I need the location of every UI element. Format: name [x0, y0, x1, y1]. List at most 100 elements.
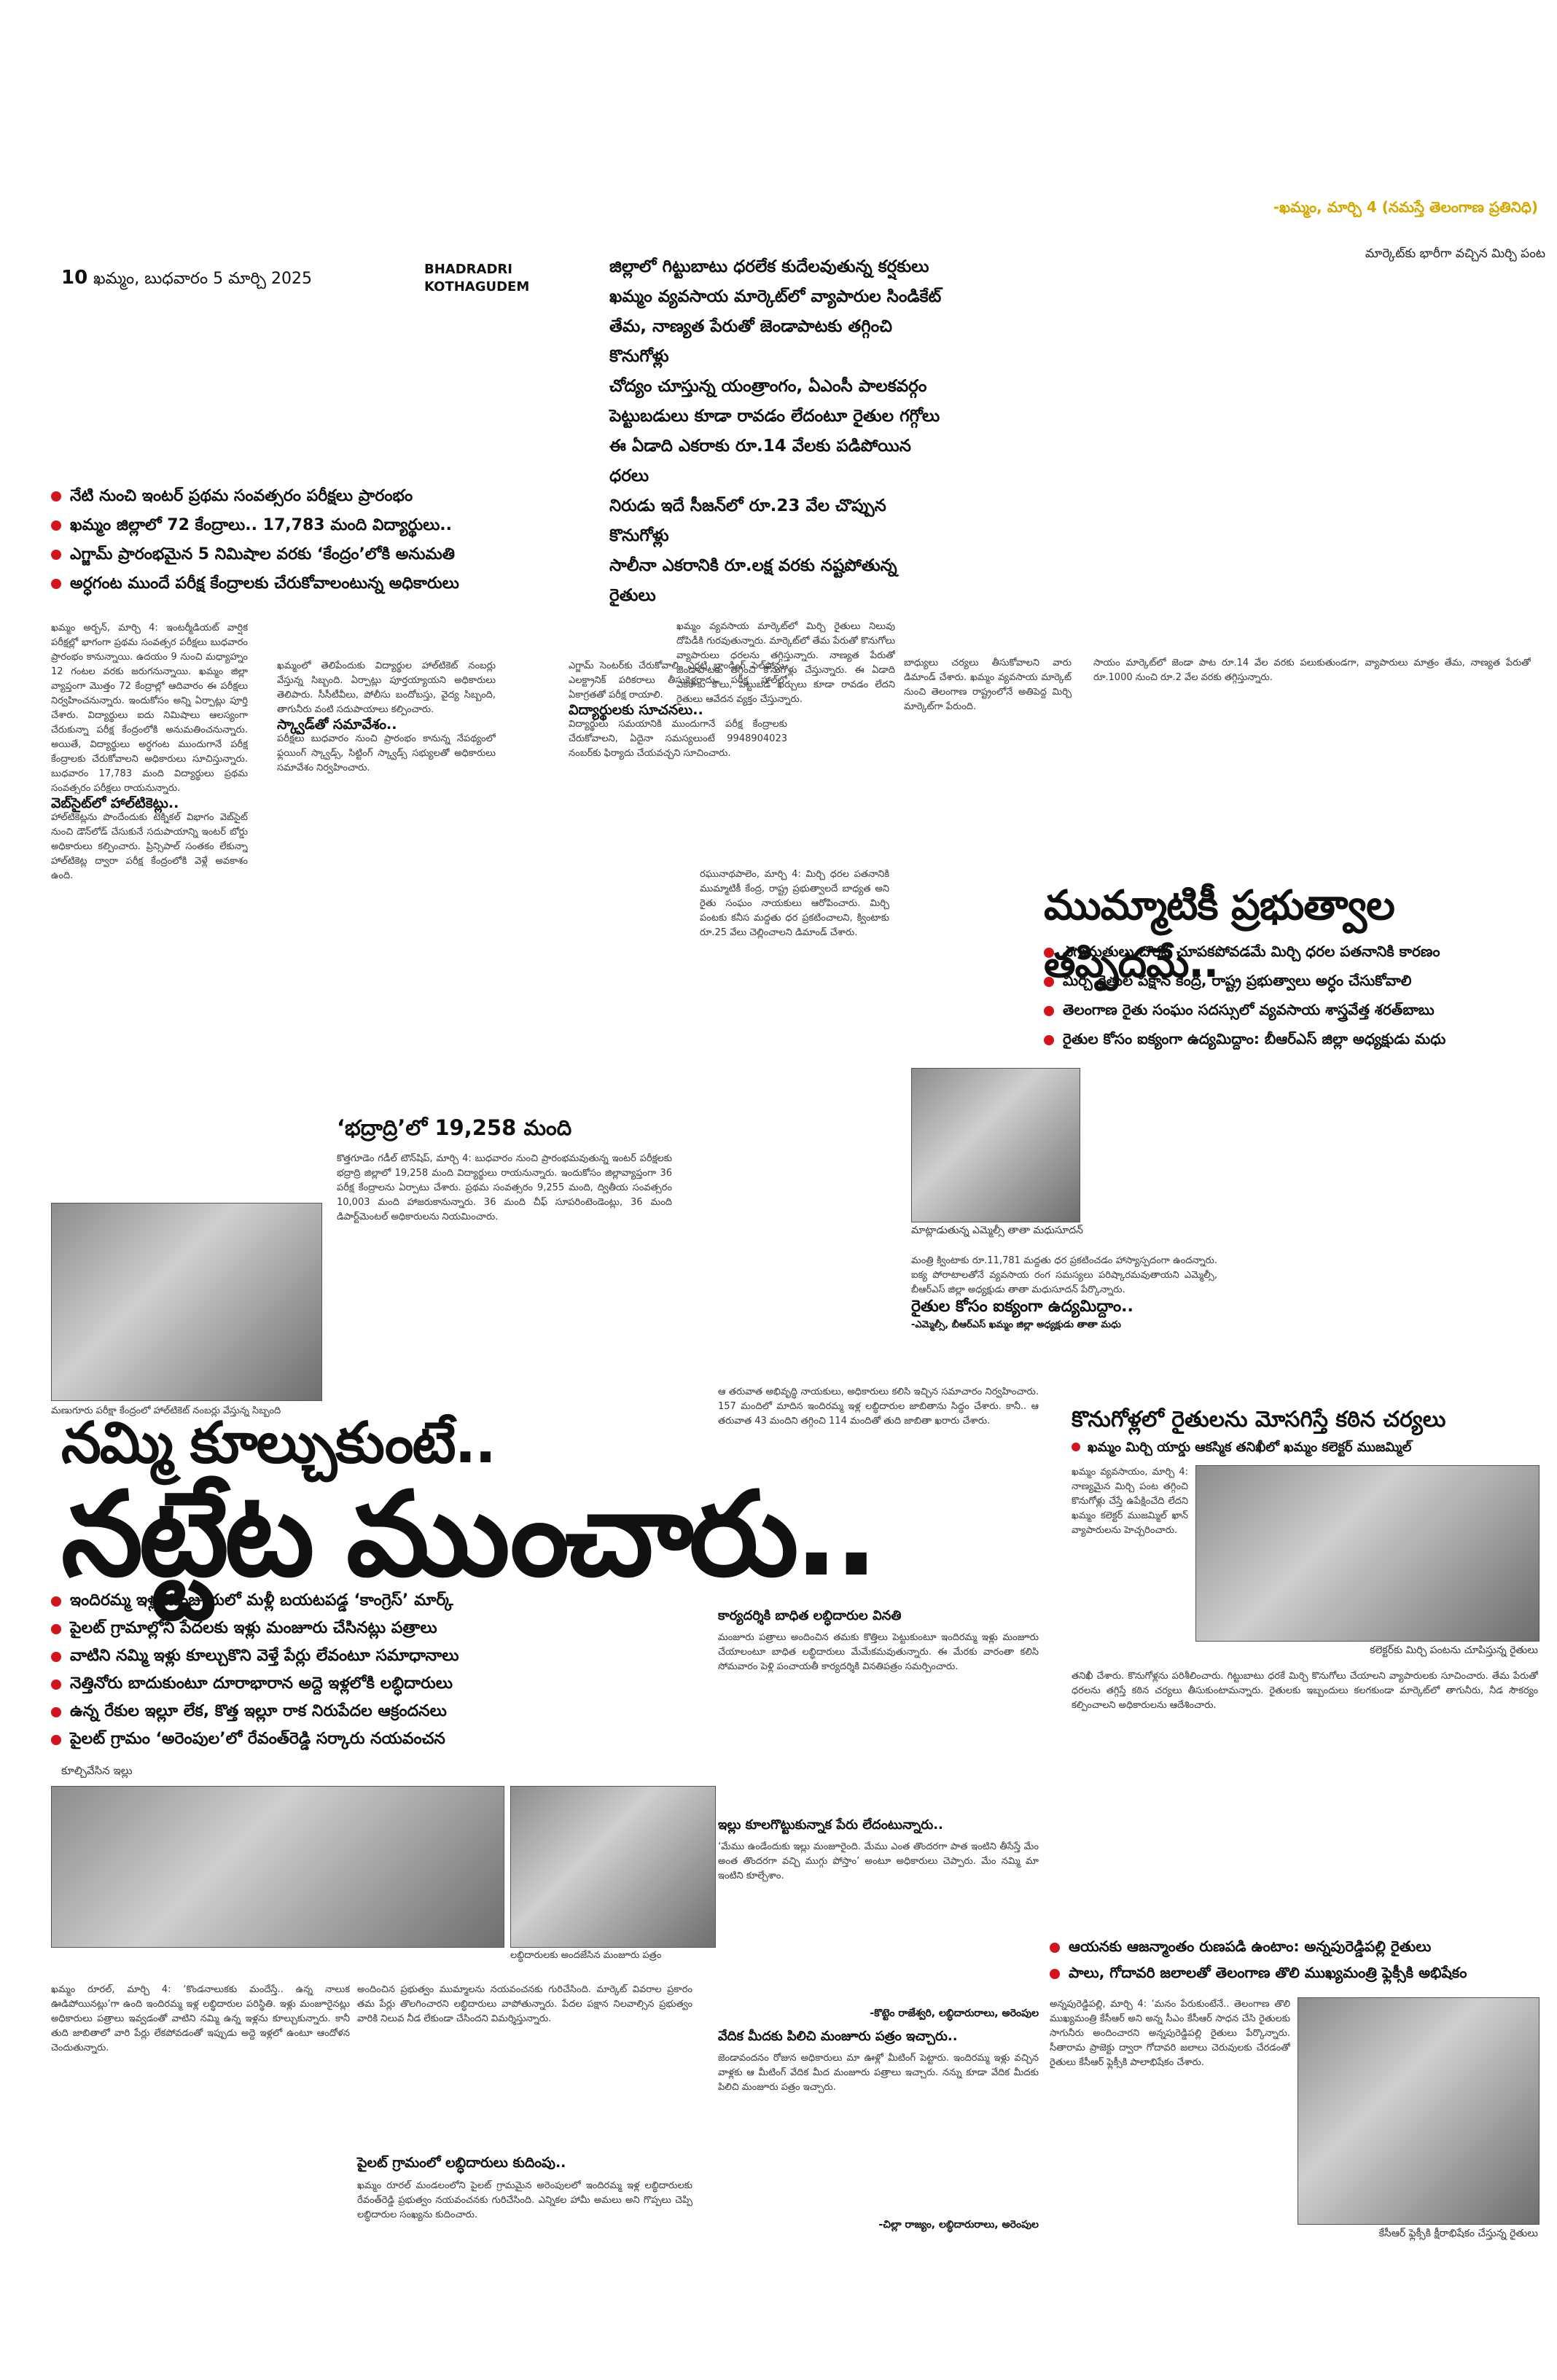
housing-column-right: ఆ తరువాత అభివృద్ధి నాయకులు, అధికారులు కల…: [718, 1385, 1039, 2233]
market-column-1: ఖమ్మం వ్యవసాయ మార్కెట్‌లో మిర్చి రైతులు …: [676, 621, 895, 705]
section-line-2: KOTHAGUDEM: [424, 279, 530, 294]
bullet-dot-icon: [51, 1596, 61, 1607]
kon-column-a: ఖమ్మం వ్యవసాయం, మార్చి 4: నాణ్యమైన మిర్చ…: [1072, 1467, 1188, 1536]
mla-text: మంత్రి క్వింటాకు రూ.11,781 మద్దతు ధర ప్ర…: [911, 1255, 1217, 1295]
box-text: కొత్తగూడెం గడీల్ టౌన్‌షిప్, మార్చి 4: బు…: [337, 1153, 672, 1222]
subheading-name-missing: ఇల్లు కూలగొట్టుకున్నాక పేరు లేదంటున్నారు…: [718, 1817, 943, 1833]
godavari-photo: [1298, 1997, 1540, 2225]
bullet-dot-icon: [1044, 948, 1054, 958]
subheading-stage: వేదిక మీదకు పిలిచి మంజూరు పత్రం ఇచ్చారు.…: [718, 2029, 958, 2044]
bullet-item: ఉన్న రేకుల ఇల్లూ లేక, కొత్త ఇల్లూ రాక ని…: [51, 1700, 685, 1723]
bullet-dot-icon: [1044, 1035, 1054, 1045]
govt-headline: ముమ్మాటికీ ప్రభుత్వాల తప్పిదమే..: [1044, 882, 1395, 987]
bullet-dot-icon: [51, 1735, 61, 1745]
subheading-petition: కార్యదర్శికి బాధిత లబ్ధిదారుల వినతి: [718, 1608, 902, 1623]
bullet-item: అర్ధగంట ముందే పరీక్ష కేంద్రాలకు చేరుకోవా…: [51, 571, 547, 596]
bullet-item: ఎగ్జామ్ ప్రారంభమైన 5 నిమిషాల వరకు ‘కేంద్…: [51, 542, 547, 567]
bullet-item: నేటి నుంచి ఇంటర్ ప్రథమ సంవత్సరం పరీక్షలు…: [51, 484, 547, 509]
exam-column-3: ఎగ్జామ్ సెంటర్‌కు చేరుకోవాలి. ఎర్రటి బ్ర…: [569, 660, 787, 759]
bullet-item: రైతుల కోసం ఐక్యంగా ఉద్యమిద్దాం: బీఆర్‌ఎస…: [1044, 1028, 1525, 1050]
housing-headline-1: నమ్మి కూల్చుకుంటే..: [61, 1411, 496, 1476]
bullet-dot-icon: [51, 1652, 61, 1662]
deck-line: ఖమ్మం వ్యవసాయ మార్కెట్‌లో వ్యాపారుల సిండ…: [609, 287, 942, 306]
byline: -కొట్టెం రాజేశ్వరి, లబ్ధిదారురాలు, అరెంప…: [870, 2008, 1039, 2019]
market-column-3: బాధ్యులు చర్యలు తీసుకోవాలని వారు డిమాండ్…: [904, 658, 1072, 712]
kon-photo-caption: కలెక్టర్‌కు మిర్చి పంటను చూపిస్తున్న రైత…: [1370, 1644, 1538, 1656]
bullet-dot-icon: [1044, 977, 1054, 987]
deck-line: ఈ ఏడాది ఎకరాకు రూ.14 వేలకు పడిపోయిన ధరలు: [609, 437, 911, 485]
bullet-dot-icon: [51, 550, 61, 560]
bullet-dot-icon: [51, 579, 61, 589]
market-column-4: సాయం మార్కెట్‌లో జెండా పాట రూ.14 వేల వరక…: [1093, 658, 1531, 683]
bullet-dot-icon: [51, 491, 61, 502]
exam-column-2: ఖమ్మంలో తెలిపేందుకు విద్యార్థుల హాల్‌టిక…: [277, 660, 496, 773]
mla-photo-caption: మాట్లాడుతున్న ఎమ్మెల్సీ తాతా మధుసూదన్: [911, 1225, 1083, 1236]
mla-headline: రైతుల కోసం ఐక్యంగా ఉద్యమిద్దాం..: [911, 1298, 1133, 1316]
top-credit: -ఖమ్మం, మార్చి 4 (నమస్తే తెలంగాణ ప్రతిని…: [1273, 198, 1538, 216]
kon-bullet: ఖమ్మం మిర్చి యార్డు ఆకస్మిక తనిఖీలో ఖమ్మ…: [1072, 1440, 1411, 1458]
bullet-item: నెత్తినోరు బాదుకుంటూ దూరాభారాన అద్దె ఇళ్…: [51, 1672, 685, 1696]
bullet-item: పైలట్ గ్రామాల్లోని పేదలకు ఇళ్లు మంజూరు చ…: [51, 1617, 685, 1640]
bullet-dot-icon: [51, 1679, 61, 1690]
bullet-item: ఖమ్మం జిల్లాలో 72 కేంద్రాలు.. 17,783 మంద…: [51, 513, 547, 538]
housing-bullets: ఇందిరమ్మ ఇళ్ల మంజూరులో మళ్లీ బయటపడ్డ ‘కా…: [51, 1589, 685, 1755]
deck-line: నిరుడు ఇదే సీజన్‌లో రూ.23 వేల చొప్పున కొ…: [609, 496, 886, 545]
page-number: 10: [61, 267, 88, 289]
mla-story: మంత్రి క్వింటాకు రూ.11,781 మద్దతు ధర ప్ర…: [911, 1254, 1217, 1333]
bullet-item: వాటిని నమ్మి ఇళ్లు కూల్చుకొని వెళ్తే పేర…: [51, 1644, 685, 1668]
godavari-photo-caption: కేసీఆర్ ఫ్లెక్సీకి క్షీరాభిషేకం చేస్తున్…: [1378, 2228, 1538, 2239]
govt-bullets: ఎగుమతులు చొరవ చూపకపోవడమే మిర్చి ధరల పతనా…: [1044, 940, 1525, 1057]
subheading-squad: స్క్వాడ్‌తో సమావేశం..: [277, 717, 397, 733]
bullet-item: ఎగుమతులు చొరవ చూపకపోవడమే మిర్చి ధరల పతనా…: [1044, 940, 1525, 962]
bullet-item: మిర్చి రైతుల పక్షాన కేంద్ర, రాష్ట్ర ప్రభ…: [1044, 969, 1525, 991]
top-photo-caption: మార్కెట్‌కు భారీగా వచ్చిన మిర్చి పంట: [1365, 246, 1545, 261]
bullet-dot-icon: [51, 1624, 61, 1634]
deck-line: జిల్లాలో గిట్టుబాటు ధరలేక కుదేలవుతున్న క…: [609, 257, 929, 276]
kon-headline: కొనుగోళ్లలో రైతులను మోసగిస్తే కఠిన చర్యల…: [1072, 1407, 1446, 1432]
exam-bullets: నేటి నుంచి ఇంటర్ ప్రథమ సంవత్సరం పరీక్షలు…: [51, 484, 547, 601]
bullet-item: పైలట్ గ్రామం ‘అరెంపుల’లో రేవంత్‌రెడ్డి స…: [51, 1728, 685, 1751]
lead-deck: జిల్లాలో గిట్టుబాటు ధరలేక కుదేలవుతున్న క…: [609, 252, 948, 611]
section-line-1: BHADRADRI: [424, 262, 512, 277]
section-name: BHADRADRI KOTHAGUDEM: [424, 261, 529, 296]
bhadradri-box: ‘భద్రాద్రి’లో 19,258 మంది కొత్తగూడెం గడీ…: [337, 1115, 672, 1225]
exam-column-1: ఖమ్మం అర్బన్, మార్చి 4: ఇంటర్మీడియట్ వార…: [51, 623, 248, 881]
bullet-item: ఆయనకు ఆజన్మాంతం రుణపడి ఉంటాం: అన్నపురెడ్…: [1050, 1935, 1538, 1957]
housing-column-left: ఖమ్మం రూరల్, మార్చి 4: ‘కొండనాలుకకు మందే…: [51, 1984, 350, 2053]
market-column-2: రఘునాథపాలెం, మార్చి 4: మిర్చి ధరల పతనాని…: [700, 869, 889, 938]
godavari-column: అన్నపురెడ్డిపల్లి, మార్చి 4: ‘మనం పేరుకు…: [1050, 1999, 1290, 2068]
subheading-tips: విద్యార్థులకు సూచనలు..: [569, 702, 703, 718]
deck-line: సాలీనా ఎకరానికి రూ.లక్ష వరకు నష్టపోతున్న…: [609, 556, 897, 605]
bullet-item: ఇందిరమ్మ ఇళ్ల మంజూరులో మళ్లీ బయటపడ్డ ‘కా…: [51, 1589, 685, 1612]
exam-photo: [51, 1203, 322, 1401]
subheading-pilot: పైలట్ గ్రామంలో లబ్ధిదారులు కుదింపు..: [357, 2155, 566, 2171]
box-title: ‘భద్రాద్రి’లో 19,258 మంది: [337, 1115, 572, 1140]
kon-column-b: తనిఖీ చేశారు. కొనుగోళ్లను పరిశీలించారు. …: [1072, 1671, 1538, 1711]
mla-photo: [911, 1068, 1080, 1222]
godavari-bullets: ఆయనకు ఆజన్మాంతం రుణపడి ఉంటాం: అన్నపురెడ్…: [1050, 1935, 1538, 1988]
bullet-dot-icon: [1050, 1943, 1060, 1953]
subheading-website: వెబ్‌సైట్‌లో హాల్‌టికెట్లు..: [51, 795, 179, 811]
housing-photo-caption: కూల్చివేసిన ఇల్లు: [61, 1764, 133, 1777]
housing-column-mid: అందించిన ప్రభుత్వం ముమ్మాలను నయవంచనకు గు…: [357, 1984, 692, 2220]
deck-line: తేమ, నాణ్యత పేరుతో జెండాపాటకు తగ్గించి క…: [609, 317, 892, 366]
mla-byline: -ఎమ్మెల్సీ, బీఆర్‌ఎస్ ఖమ్మం జిల్లా అధ్యక…: [911, 1319, 1121, 1330]
deck-line: పెట్టుబడులు కూడా రావడం లేదంటూ రైతుల గగ్గ…: [609, 407, 940, 426]
sanction-photo-caption: లబ్ధిదారులకు అందజేసిన మంజూరు పత్రం: [510, 1950, 662, 1961]
dateline: ఖమ్మం, బుధవారం 5 మార్చి 2025: [93, 270, 312, 288]
bullet-dot-icon: [1072, 1443, 1080, 1451]
byline: -చిల్లా రాజ్యం, లబ్ధిదారురాలు, అరెంపుల: [878, 2219, 1039, 2231]
bullet-dot-icon: [1044, 1006, 1054, 1016]
bullet-dot-icon: [51, 520, 61, 531]
bullet-dot-icon: [51, 1707, 61, 1717]
housing-photo: [51, 1786, 504, 1948]
exam-photo-caption: మణుగూరు పరీక్షా కేంద్రంలో హాల్‌టికెట్ నం…: [51, 1405, 281, 1416]
deck-line: చోద్యం చూస్తున్న యంత్రాంగం, ఏఎంసీ పాలకవర…: [609, 377, 927, 396]
bullet-dot-icon: [1050, 1969, 1060, 1979]
kon-photo: [1195, 1465, 1540, 1642]
sanction-letter-photo: [510, 1786, 716, 1948]
bullet-item: పాలు, గోదావరి జలాలతో తెలంగాణ తొలి ముఖ్యమ…: [1050, 1962, 1538, 1983]
bullet-item: తెలంగాణ రైతు సంఘం సదస్సులో వ్యవసాయ శాస్త…: [1044, 999, 1525, 1021]
housing-headline-2: నట్టేట ముంచారు..: [61, 1466, 878, 1602]
